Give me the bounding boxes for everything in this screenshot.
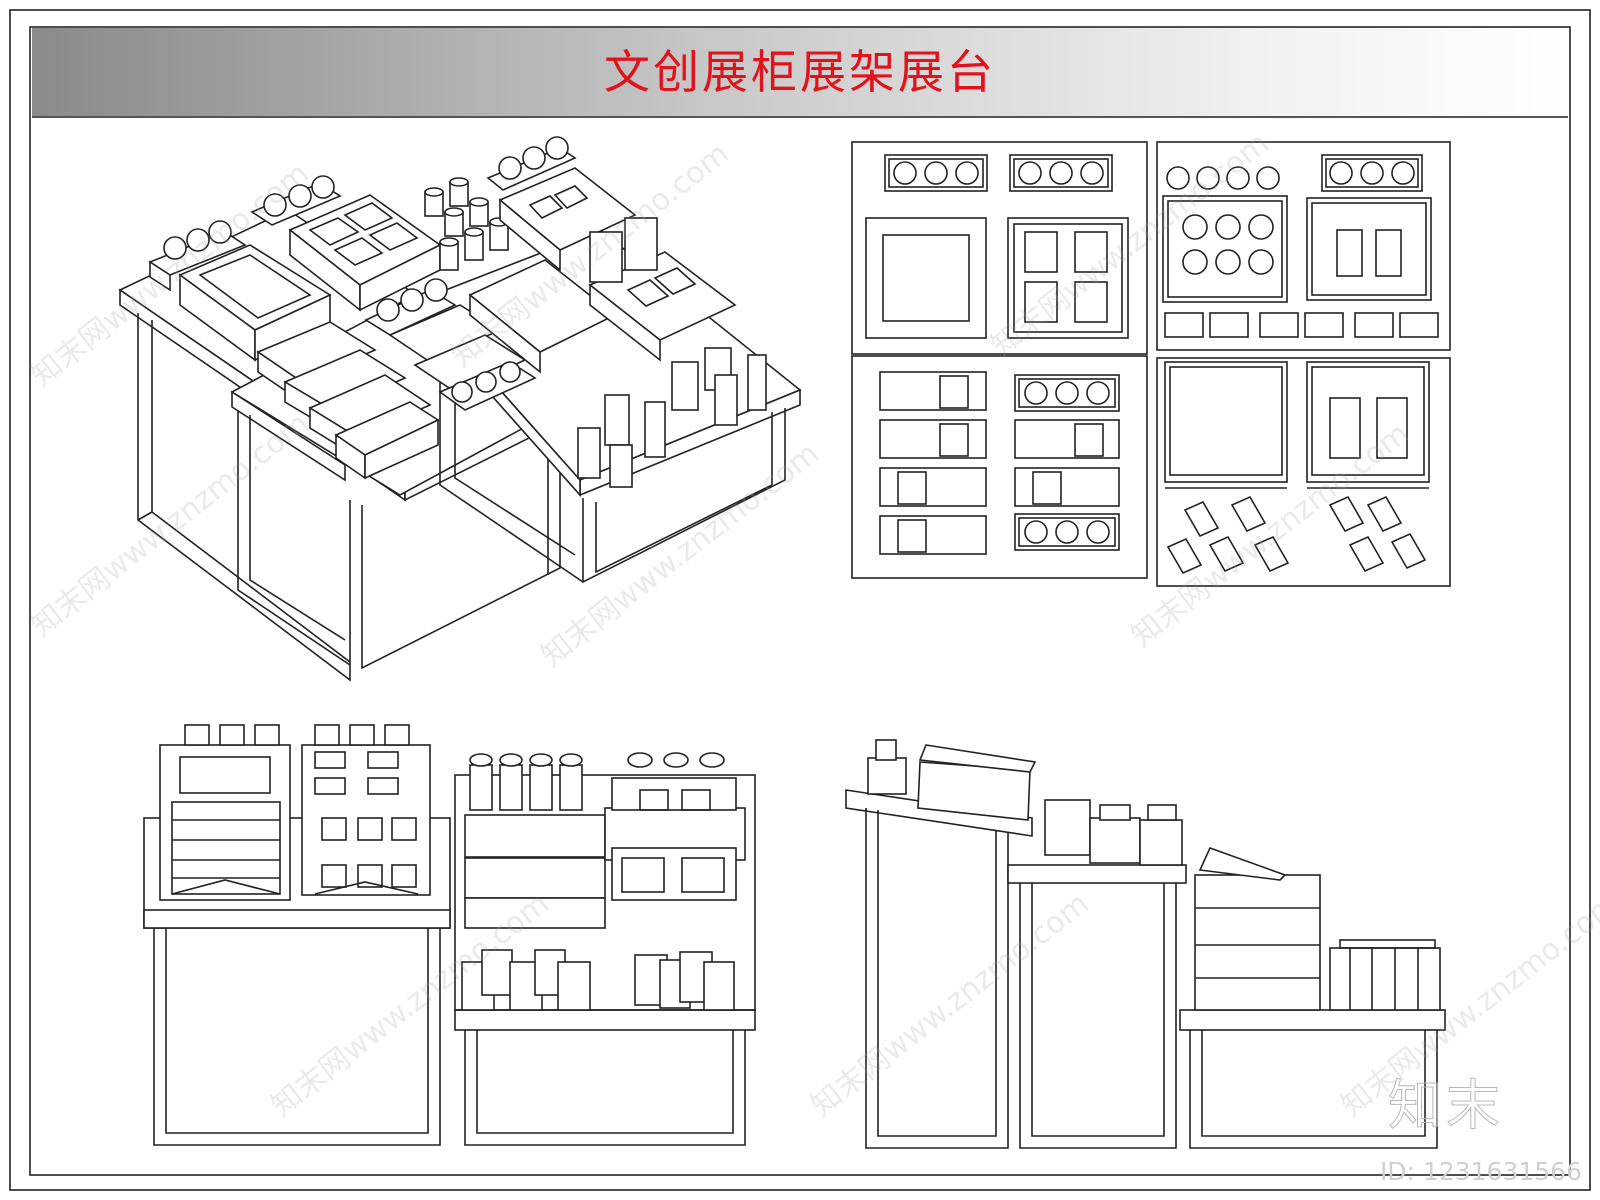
title-bar [32,28,1568,118]
outer-frame [9,9,1591,1191]
isometric-view [118,136,802,682]
brand-logo-icon: 知末 [1388,1074,1504,1138]
page-title: 文创展柜展架展台 [604,45,996,99]
side-elevation-view [845,739,1446,1149]
plan-view [851,141,1451,587]
id-label: ID: 1231631566 [1379,1157,1582,1186]
inner-frame [29,26,1571,1176]
front-elevation-view [143,724,756,1146]
